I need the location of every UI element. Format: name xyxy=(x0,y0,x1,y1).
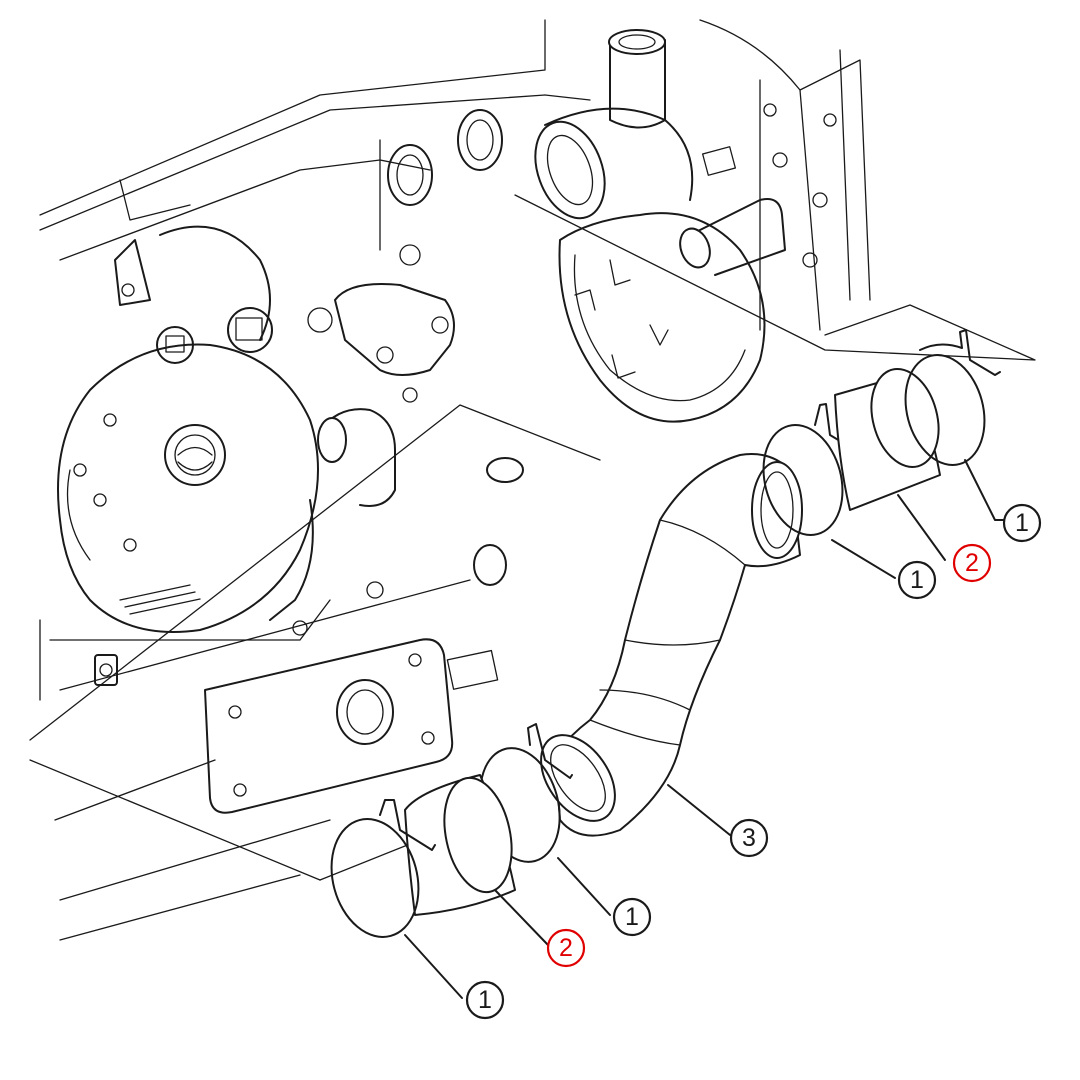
callout-circle xyxy=(546,928,586,968)
leader-lines xyxy=(404,459,1006,999)
water-pump xyxy=(534,29,786,423)
callout: 1 xyxy=(612,897,652,937)
callout: 2 xyxy=(546,928,586,968)
callout-label: 2 xyxy=(559,934,573,962)
engine-block xyxy=(39,19,871,941)
callout: 1 xyxy=(1002,503,1042,543)
callout-label: 1 xyxy=(910,566,924,594)
callout: 3 xyxy=(729,818,769,858)
callout-circle xyxy=(952,543,992,583)
callout-label: 3 xyxy=(742,824,756,852)
callout-label: 2 xyxy=(965,549,979,577)
upper-clamps-and-sleeve xyxy=(762,329,1001,536)
callout-circle xyxy=(612,897,652,937)
coolant-hose xyxy=(540,453,803,837)
section-planes xyxy=(29,194,1036,881)
callout-label: 1 xyxy=(478,986,492,1014)
callout-circle xyxy=(1002,503,1042,543)
callout-label: 1 xyxy=(1015,509,1029,537)
front-cover xyxy=(57,225,396,686)
callout-circle xyxy=(729,818,769,858)
lower-clamps-and-sleeve xyxy=(330,723,573,938)
callout-label: 1 xyxy=(625,903,639,931)
callout: 1 xyxy=(897,560,937,600)
callout: 1 xyxy=(465,980,505,1020)
callout: 2 xyxy=(952,543,992,583)
callout-circle xyxy=(897,560,937,600)
callout-circle xyxy=(465,980,505,1020)
